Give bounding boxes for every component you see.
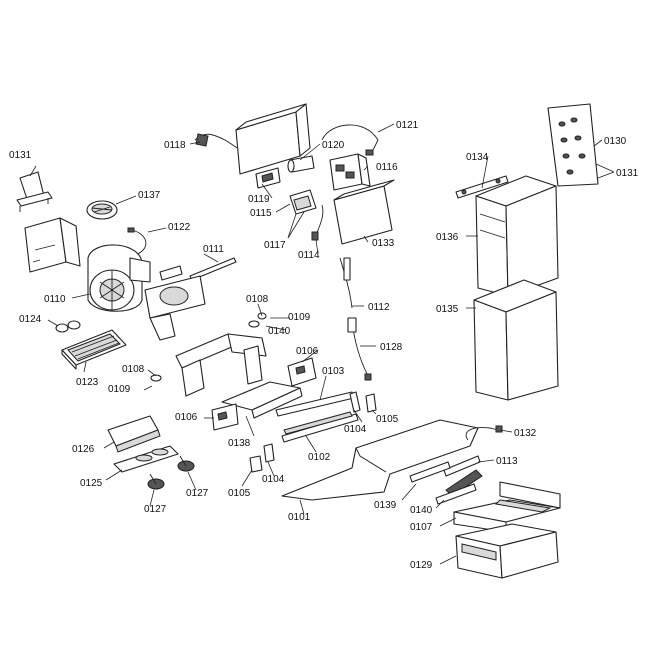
label-0127-right: 0127 xyxy=(186,488,209,499)
label-0135: 0135 xyxy=(436,304,459,315)
part-0124-clips xyxy=(55,320,81,333)
label-0138: 0138 xyxy=(228,438,251,449)
label-0125: 0125 xyxy=(80,478,103,489)
part-0137-grille xyxy=(86,200,118,220)
part-labels: 0131 0137 0122 0111 0110 0124 0123 0118 … xyxy=(9,120,639,571)
label-0115: 0115 xyxy=(250,208,272,219)
part-0135-lower-chimney xyxy=(473,279,559,401)
label-0140-bottom: 0140 xyxy=(410,505,433,516)
part-0119-switch xyxy=(255,167,281,189)
label-0130: 0130 xyxy=(604,136,627,147)
label-0119: 0119 xyxy=(248,194,270,205)
label-0122: 0122 xyxy=(168,222,191,233)
part-0132-wire xyxy=(465,425,503,441)
label-0132: 0132 xyxy=(514,428,537,439)
part-0127-knob-b xyxy=(147,473,165,490)
label-0104-right: 0104 xyxy=(344,424,367,435)
label-0139: 0139 xyxy=(374,500,397,511)
label-0110: 0110 xyxy=(44,294,66,305)
part-0115-transformer xyxy=(289,189,317,215)
label-0124: 0124 xyxy=(19,314,42,325)
part-0129-base-box xyxy=(455,523,559,579)
label-0131-right: 0131 xyxy=(616,168,639,179)
part-0101-bottom-panel xyxy=(281,419,479,501)
part-motor-plate xyxy=(144,265,206,341)
label-0103: 0103 xyxy=(322,366,345,377)
part-0121-wire xyxy=(321,124,379,156)
label-0113: 0113 xyxy=(496,456,518,467)
label-0123: 0123 xyxy=(76,377,99,388)
part-0104-lamp-clip xyxy=(263,391,361,463)
label-0117: 0117 xyxy=(264,240,286,251)
part-0108-screw xyxy=(150,374,162,382)
part-0112-lamp-wire xyxy=(339,257,353,309)
label-0133: 0133 xyxy=(372,238,395,249)
part-0123-filter xyxy=(61,329,127,370)
part-0136-upper-chimney xyxy=(475,175,559,297)
label-0128: 0128 xyxy=(380,342,403,353)
part-0116-box xyxy=(329,153,371,191)
label-0137: 0137 xyxy=(138,190,161,201)
part-0128-socket xyxy=(347,317,372,381)
label-0114: 0114 xyxy=(298,250,320,261)
label-0106-left: 0106 xyxy=(175,412,198,423)
part-0110-blower xyxy=(87,244,151,312)
label-0108-left: 0108 xyxy=(122,364,145,375)
part-0125-switch-panel xyxy=(113,445,179,473)
label-0134: 0134 xyxy=(466,152,489,163)
part-0130-control-panel xyxy=(547,103,599,187)
label-0112: 0112 xyxy=(368,302,390,313)
part-0107-tray xyxy=(453,481,561,533)
part-0139-rail xyxy=(409,461,451,483)
part-0120-capacitor xyxy=(287,155,315,173)
label-0107: 0107 xyxy=(410,522,433,533)
label-0109-top: 0109 xyxy=(288,312,311,323)
label-0116: 0116 xyxy=(376,162,398,173)
label-0121: 0121 xyxy=(396,120,419,131)
label-0140-top: 0140 xyxy=(268,326,291,337)
label-0120: 0120 xyxy=(322,140,345,151)
label-0106-right: 0106 xyxy=(296,346,319,357)
part-center-frame xyxy=(175,333,303,419)
label-0118: 0118 xyxy=(164,140,186,151)
label-0131-left: 0131 xyxy=(9,150,32,161)
part-0140-screw xyxy=(248,312,267,328)
part-housing-cover xyxy=(235,103,311,175)
label-0105-right: 0105 xyxy=(376,414,399,425)
label-0127-bottom: 0127 xyxy=(144,504,167,515)
label-0105-bottom: 0105 xyxy=(228,488,251,499)
label-0104-bottom: 0104 xyxy=(262,474,285,485)
label-0129: 0129 xyxy=(410,560,433,571)
part-0106-bracket-b xyxy=(211,403,239,431)
part-0114-connector xyxy=(311,204,324,241)
label-0109-left: 0109 xyxy=(108,384,131,395)
leader-lines xyxy=(29,123,615,565)
label-0111: 0111 xyxy=(203,244,224,255)
part-0127-knob-a xyxy=(177,455,195,472)
part-0105-lamp-end xyxy=(249,393,377,473)
label-0126: 0126 xyxy=(72,444,95,455)
label-0136: 0136 xyxy=(436,232,459,243)
part-0133-filter-box xyxy=(333,179,395,245)
label-0101: 0101 xyxy=(288,512,311,523)
part-0126-light-cover xyxy=(107,415,161,453)
label-0108-top: 0108 xyxy=(246,294,269,305)
label-0102: 0102 xyxy=(308,452,331,463)
part-fan-panel xyxy=(24,217,81,273)
part-0106-bracket-a xyxy=(287,357,317,387)
part-0131-bracket xyxy=(16,171,53,212)
part-0140-rail xyxy=(435,483,477,505)
part-0103-light-rail xyxy=(275,391,359,443)
